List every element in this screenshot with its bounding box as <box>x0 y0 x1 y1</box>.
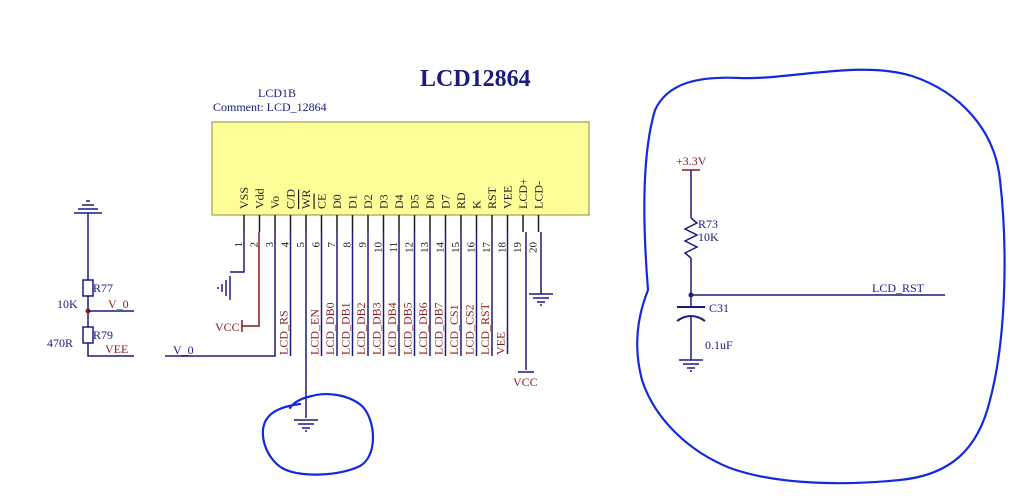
net-label-1: LCD_RS <box>277 310 291 355</box>
r77-designator: R77 <box>93 281 113 295</box>
wire-vdd <box>242 232 260 327</box>
lcd-component-body[interactable] <box>211 121 590 216</box>
net-label-5: LCD_DB2 <box>354 302 368 355</box>
vcc-label-left: VCC <box>215 320 240 334</box>
pin-13-name: D6 <box>423 194 437 209</box>
v0-bus-label: V_0 <box>173 343 194 357</box>
pin-20-number: 20 <box>528 242 540 254</box>
pin-5-name: WR <box>299 190 313 209</box>
pin-10-name: D3 <box>377 194 391 209</box>
pin-2-number: 2 <box>249 242 261 248</box>
wire-vss <box>230 232 245 273</box>
net-label-2: LCD_EN <box>308 309 322 355</box>
pin-2-name: Vdd <box>253 188 267 209</box>
pin-1-name: VSS <box>237 187 251 209</box>
net-label-6: LCD_DB3 <box>370 302 384 355</box>
component-comment: Comment: LCD_12864 <box>213 100 327 114</box>
vee-label-left: VEE <box>105 342 128 356</box>
net-label-11: LCD_CS1 <box>447 304 461 355</box>
pin-6-name: CE <box>315 194 329 209</box>
pin-13-number: 13 <box>419 242 431 254</box>
pin-12-name: D5 <box>408 194 422 209</box>
pin-12-number: 12 <box>404 242 416 253</box>
net-label-10: LCD_DB7 <box>432 302 446 355</box>
ground-icon-top-left <box>74 200 102 214</box>
net-label-8: LCD_DB5 <box>401 302 415 355</box>
net-label-7: LCD_DB4 <box>385 302 399 355</box>
pin-19-name: LCD+ <box>516 178 530 209</box>
r73-value: 10K <box>698 230 719 244</box>
pin-3-name: Vo <box>268 196 282 209</box>
net-label-14: VEE <box>494 332 508 355</box>
ground-icon-lcd-minus <box>529 293 553 306</box>
net-label-12: LCD_CS2 <box>463 304 477 355</box>
c31-designator: C31 <box>709 301 729 315</box>
pin-8-name: D1 <box>346 194 360 209</box>
pin-4-number: 4 <box>280 242 292 248</box>
net-label-9: LCD_DB6 <box>416 302 430 355</box>
pin-10-number: 10 <box>373 242 385 254</box>
vcc-label-bottom: VCC <box>513 375 538 389</box>
pin-1-number: 1 <box>233 242 245 248</box>
pin-4-name: C/D <box>284 189 298 209</box>
pin-19-number: 19 <box>512 242 524 254</box>
r79-designator: R79 <box>93 328 113 342</box>
pin-16-name: K <box>470 200 484 209</box>
r77-value: 10K <box>57 297 78 311</box>
net-label-3: LCD_DB0 <box>323 302 337 355</box>
pin-7-name: D0 <box>330 194 344 209</box>
pin-17-number: 17 <box>481 242 493 254</box>
net-label-13: LCD_RST <box>478 302 492 355</box>
pin-15-name: RD <box>454 192 468 209</box>
pin-20-name: LCD- <box>532 181 546 209</box>
pin-5-number: 5 <box>295 242 307 248</box>
annotation-circle-small <box>261 393 374 476</box>
pin-8-number: 8 <box>342 242 354 248</box>
pin-16-number: 16 <box>466 242 478 254</box>
r79-value: 470R <box>47 336 73 350</box>
component-designator: LCD1B <box>258 86 296 100</box>
v0-label-left: V_0 <box>108 297 129 311</box>
lcd-rst-net-label: LCD_RST <box>872 281 925 295</box>
schematic-title: LCD12864 <box>420 66 531 92</box>
supply-label: +3.3V <box>676 154 707 168</box>
pin-3-number: 3 <box>264 242 276 248</box>
c31-value: 0.1uF <box>705 338 733 352</box>
pin-11-number: 11 <box>388 242 400 253</box>
pin-17-name: RST <box>485 186 499 209</box>
r73-resistor[interactable] <box>683 217 699 259</box>
pin-15-number: 15 <box>450 242 462 254</box>
ground-icon <box>217 276 231 300</box>
pin-14-name: D7 <box>439 194 453 209</box>
ground-icon-c31 <box>679 359 703 372</box>
pin-6-number: 6 <box>311 242 323 248</box>
r73-designator: R73 <box>698 217 718 231</box>
pin-9-number: 9 <box>357 242 369 248</box>
pin-7-number: 7 <box>326 242 338 248</box>
lcd-pins: VSS 1 Vdd 2 Vo 3 C/D 4 WR 5 CE 6 D0 7 D1 8 D2 9 D3 10 D4 11 D5… <box>233 178 546 253</box>
wire-vo <box>165 232 276 357</box>
wire-vee-left <box>87 343 134 357</box>
pin-14-number: 14 <box>435 242 447 254</box>
ground-icon-wr <box>294 419 318 432</box>
pin-18-number: 18 <box>497 242 509 254</box>
r79-resistor[interactable] <box>82 326 94 344</box>
pin-11-name: D4 <box>392 194 406 209</box>
pin-18-name: VEE <box>501 186 515 209</box>
r77-resistor[interactable] <box>82 279 94 297</box>
pin-9-name: D2 <box>361 194 375 209</box>
net-label-4: LCD_DB1 <box>339 302 353 355</box>
annotation-circle-large <box>636 68 1006 485</box>
